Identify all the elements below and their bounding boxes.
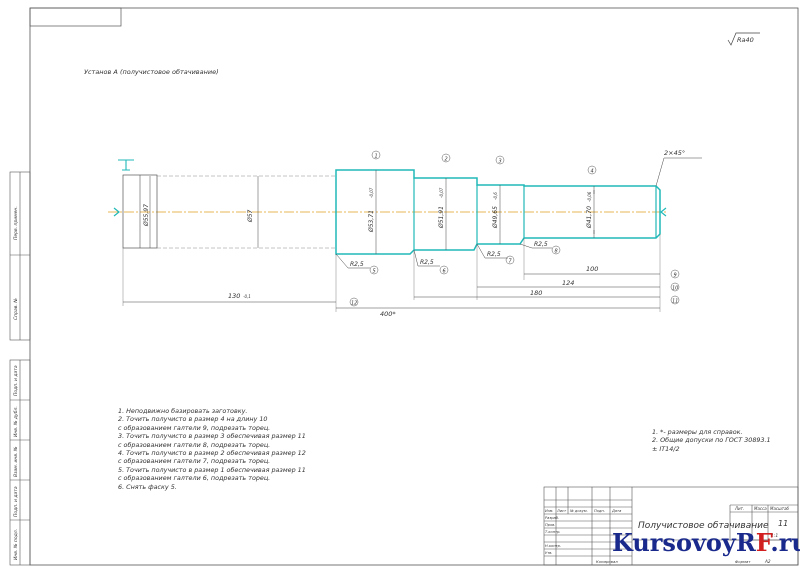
- radius-leaders: [335, 243, 552, 269]
- surface-number: 10: [672, 286, 678, 292]
- surface-number: 3: [499, 159, 502, 165]
- side-label: Инв. № подл.: [13, 529, 19, 560]
- tb-row-label: Дата: [611, 509, 621, 513]
- extension-lines: [122, 234, 661, 312]
- radius-label: R2,5: [534, 241, 548, 248]
- chamfer-leader: [655, 157, 702, 187]
- length-label: 124: [562, 279, 574, 287]
- site-watermark: KursovoyRF.ru: [612, 528, 800, 557]
- note-line: с образованием галтели 8, подрезать торе…: [118, 440, 271, 449]
- shaft-step-lines: [413, 178, 657, 250]
- note-line: 2. Общие допуски по ГОСТ 30893.1: [652, 436, 771, 445]
- chamfer-label: 2×45°: [664, 149, 685, 157]
- tb-sheet-number: 11: [778, 519, 788, 528]
- diameter-tolerance: -0,6: [493, 192, 498, 200]
- watermark-suffix: .ru: [770, 528, 800, 557]
- diameter-dimensions: [149, 170, 595, 254]
- surface-number: 11: [672, 299, 678, 305]
- note-line: 2. Точить получисто в размер 4 на длину …: [118, 415, 268, 424]
- tb-row-label: № докум.: [569, 509, 588, 513]
- side-label: Справ. №: [13, 298, 19, 320]
- surface-number: 12: [351, 301, 357, 307]
- surface-marker-numbers: 1 2 3 4 5 6 7 8 9 10 11 12: [351, 154, 678, 307]
- note-line: 1. Неподвижно базировать заготовку.: [118, 407, 248, 415]
- note-line: ± IT14/2: [652, 444, 680, 453]
- tb-format: А2: [764, 559, 771, 564]
- radius-label: R2,5: [487, 251, 501, 258]
- diameter-tolerance: -0,06: [587, 191, 592, 202]
- note-line: 5. Точить получисто в размер 1 обеспечив…: [118, 465, 306, 474]
- note-line: с образованием галтели 6, подрезать торе…: [118, 474, 271, 483]
- note-line: 6. Снять фаску 5.: [118, 482, 177, 491]
- side-label: Подп. и дата: [13, 486, 19, 517]
- surface-number: 2: [445, 157, 448, 163]
- surface-number: 9: [674, 273, 677, 279]
- tb-format-label: Формат: [735, 559, 751, 564]
- diameter-label: Ø53,71: [368, 210, 375, 233]
- radius-label: R2,5: [350, 261, 364, 268]
- surface-number: 8: [555, 249, 558, 255]
- surface-number: 4: [591, 169, 594, 175]
- tb-title: Получистовое обтачивание: [638, 521, 769, 531]
- corner-stamp-box: [29, 7, 122, 27]
- note-line: с образованием галтели 9, подрезать торе…: [118, 423, 271, 432]
- clamp-symbol: [118, 159, 134, 171]
- setup-title: Установ А (получистовое обтачивание): [84, 68, 219, 76]
- length-dimensions: [123, 273, 660, 309]
- watermark-main: KursovoyR: [612, 528, 756, 557]
- surface-markers: [349, 150, 680, 307]
- surface-number: 6: [443, 269, 446, 275]
- tb-role: Разраб.: [545, 516, 559, 520]
- radius-label: R2,5: [420, 259, 434, 266]
- note-line: 1. *- размеры для справок.: [652, 428, 743, 436]
- diameter-label: Ø57: [247, 209, 254, 223]
- tb-row-label: Подп.: [594, 509, 605, 513]
- tb-role: Н.контр.: [545, 544, 561, 548]
- tb-role: Пров.: [545, 523, 555, 527]
- length-label: 180: [530, 289, 542, 297]
- left-support-mark: [113, 207, 120, 217]
- length-label: 130: [228, 292, 240, 300]
- diameter-label: Ø55,97: [143, 204, 150, 227]
- tb-role: Утв.: [545, 551, 553, 555]
- watermark-accent: F: [755, 528, 771, 557]
- note-line: 4. Точить получисто в размер 2 обеспечив…: [118, 449, 306, 458]
- side-stamp-strip: [9, 171, 31, 566]
- roughness-symbol: Ra40: [727, 32, 760, 46]
- clamped-end: [118, 159, 158, 249]
- process-notes: 1. Неподвижно базировать заготовку. 2. Т…: [118, 407, 378, 491]
- length-tolerance: -0,1: [243, 294, 251, 299]
- general-notes: 1. *- размеры для справок. 2. Общие допу…: [652, 428, 800, 453]
- note-line: 3. Точить получисто в размер 3 обеспечив…: [118, 432, 306, 441]
- tb-header: Лит.: [734, 506, 744, 511]
- length-label: 400*: [380, 310, 396, 318]
- diameter-label: Ø41,70: [586, 206, 593, 229]
- roughness-value: Ra40: [737, 36, 754, 44]
- diameter-label: Ø49,65: [492, 206, 499, 229]
- surface-number: 5: [373, 269, 376, 275]
- surface-number: 1: [375, 154, 378, 160]
- note-line: с образованием галтели 7, подрезать торе…: [118, 457, 271, 466]
- tb-role: Т.контр.: [545, 530, 561, 534]
- surface-number: 7: [509, 259, 513, 265]
- side-label: Взам. инв. №: [13, 446, 19, 477]
- right-support-mark: [660, 207, 667, 217]
- side-stamp-labels: Перв. примен. Справ. № Подп. и дата Инв.…: [13, 206, 19, 560]
- length-label: 100: [586, 265, 598, 273]
- tb-row-label: Изм.: [545, 509, 553, 513]
- tb-header: Масштаб: [770, 506, 790, 511]
- side-label: Инв. № дубл.: [13, 406, 19, 437]
- tb-scale: 1:1: [771, 533, 778, 539]
- diameter-label: Ø51,91: [438, 206, 445, 229]
- tb-copy-label: Копировал: [596, 559, 618, 564]
- title-block: [543, 486, 799, 566]
- tb-row-label: Лист: [556, 509, 567, 513]
- diameter-tolerance: -0,07: [369, 187, 374, 198]
- side-label: Перв. примен.: [13, 206, 19, 240]
- side-label: Подп. и дата: [13, 365, 19, 396]
- tb-header: Масса: [754, 506, 767, 511]
- diameter-tolerance: -0,07: [439, 187, 444, 198]
